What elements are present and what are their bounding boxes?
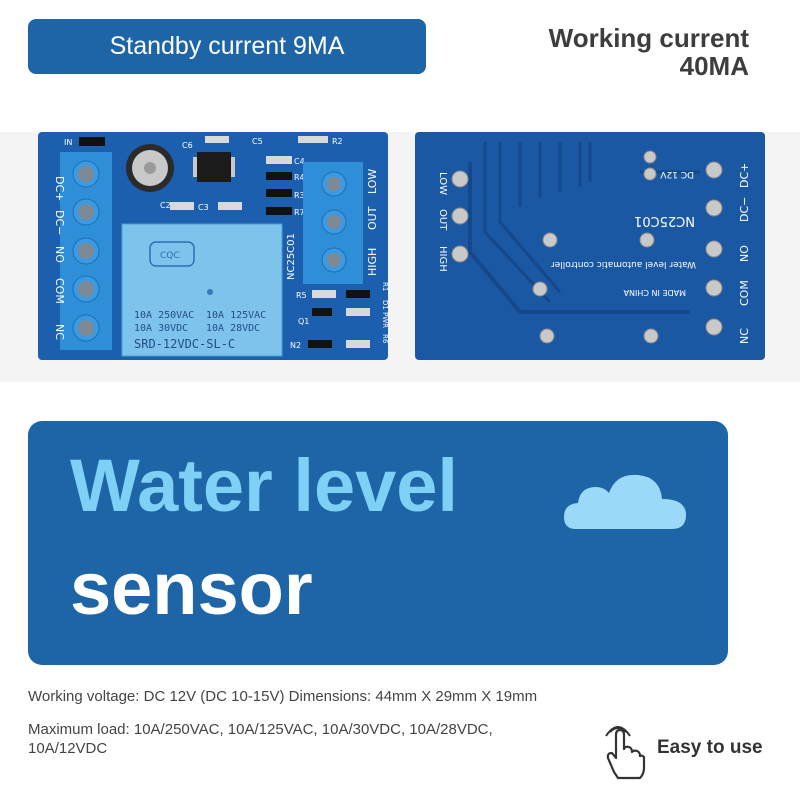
front-comp-in: IN bbox=[64, 138, 72, 147]
spec-line-2: Maximum load: 10A/250VAC, 10A/125VAC, 10… bbox=[28, 721, 493, 738]
front-label-out: OUT bbox=[366, 206, 379, 230]
front-label-low: LOW bbox=[366, 169, 379, 194]
relay-model: SRD-12VDC-SL-C bbox=[134, 337, 235, 351]
front-comp-pwr: PWR bbox=[381, 312, 389, 328]
front-label-dc-minus: DC− bbox=[53, 210, 66, 235]
front-comp-r5: R5 bbox=[296, 291, 307, 300]
front-model: NC25C01 bbox=[286, 233, 297, 280]
front-comp-q1: Q1 bbox=[298, 317, 309, 326]
front-comp-c4: C4 bbox=[294, 157, 305, 166]
back-label-nc: NC bbox=[738, 328, 751, 344]
relay-line-4: 10A 28VDC bbox=[206, 323, 260, 334]
front-right-screws bbox=[321, 171, 347, 273]
front-comp-r3: R3 bbox=[294, 191, 305, 200]
front-comp-d1: D1 bbox=[381, 300, 389, 310]
front-comp-c5: C5 bbox=[252, 137, 263, 146]
front-board: IN DC+ DC− NO COM NC C5 C6 R bbox=[38, 132, 389, 360]
back-label-low: LOW bbox=[437, 172, 448, 195]
back-dc-label: DC 12V bbox=[659, 169, 694, 179]
easy-to-use-label: Easy to use bbox=[657, 737, 763, 758]
front-comp-c2: C2 bbox=[160, 201, 171, 210]
front-comp-r7: R7 bbox=[294, 208, 305, 217]
front-label-dc-plus: DC+ bbox=[53, 176, 66, 201]
title-line-1: Water level bbox=[70, 444, 458, 527]
front-comp-r1: R1 bbox=[381, 282, 389, 291]
standby-current-text: Standby current 9MA bbox=[109, 32, 345, 60]
back-label-no: NO bbox=[738, 245, 751, 262]
working-current-label: Working current bbox=[548, 23, 749, 53]
front-comp-c6: C6 bbox=[182, 141, 193, 150]
back-silk-made-in: MADE IN CHINA bbox=[623, 288, 686, 297]
relay-line-3: 10A 30VDC bbox=[134, 323, 188, 334]
back-solder-pads bbox=[451, 150, 723, 344]
cloud-icon bbox=[564, 474, 686, 529]
front-comp-n2: N2 bbox=[290, 341, 301, 350]
tap-hand-icon bbox=[605, 726, 646, 780]
product-boards-image: IN DC+ DC− NO COM NC C5 C6 R bbox=[0, 132, 800, 382]
front-comp-r6: R6 bbox=[381, 334, 389, 344]
front-left-screws bbox=[72, 160, 100, 342]
relay-line-1: 10A 250VAC bbox=[134, 310, 194, 321]
relay-line-2: 10A 125VAC bbox=[206, 310, 266, 321]
front-comp-r4: R4 bbox=[294, 173, 305, 182]
front-comp-r2: R2 bbox=[332, 137, 343, 146]
front-label-nc: NC bbox=[53, 324, 66, 340]
front-label-no: NO bbox=[53, 246, 66, 263]
back-board: LOW OUT HIGH DC+ DC− NO COM NC DC 12V NC… bbox=[415, 132, 765, 360]
working-current: Working current 40MA bbox=[549, 24, 749, 80]
front-label-high: HIGH bbox=[366, 248, 379, 276]
standby-current-badge: Standby current 9MA bbox=[28, 19, 426, 74]
front-comp-c3: C3 bbox=[198, 203, 209, 212]
front-label-com: COM bbox=[53, 278, 66, 304]
relay-cert-mark: CQC bbox=[160, 251, 180, 261]
working-current-value: 40MA bbox=[679, 51, 749, 81]
back-model: NC25C01 bbox=[634, 213, 695, 228]
back-label-high: HIGH bbox=[437, 246, 448, 272]
back-label-out: OUT bbox=[437, 209, 448, 231]
back-label-dc-minus: DC− bbox=[738, 197, 751, 222]
back-label-com: COM bbox=[738, 280, 751, 306]
spec-line-1: Working voltage: DC 12V (DC 10-15V) Dime… bbox=[28, 688, 538, 705]
back-silk-controller: Water level automatic controller bbox=[551, 259, 696, 269]
title-line-2: sensor bbox=[70, 547, 313, 630]
title-banner: Water level sensor bbox=[28, 421, 728, 665]
spec-line-3: 10A/12VDC bbox=[28, 740, 108, 757]
back-label-dc-plus: DC+ bbox=[738, 163, 751, 188]
